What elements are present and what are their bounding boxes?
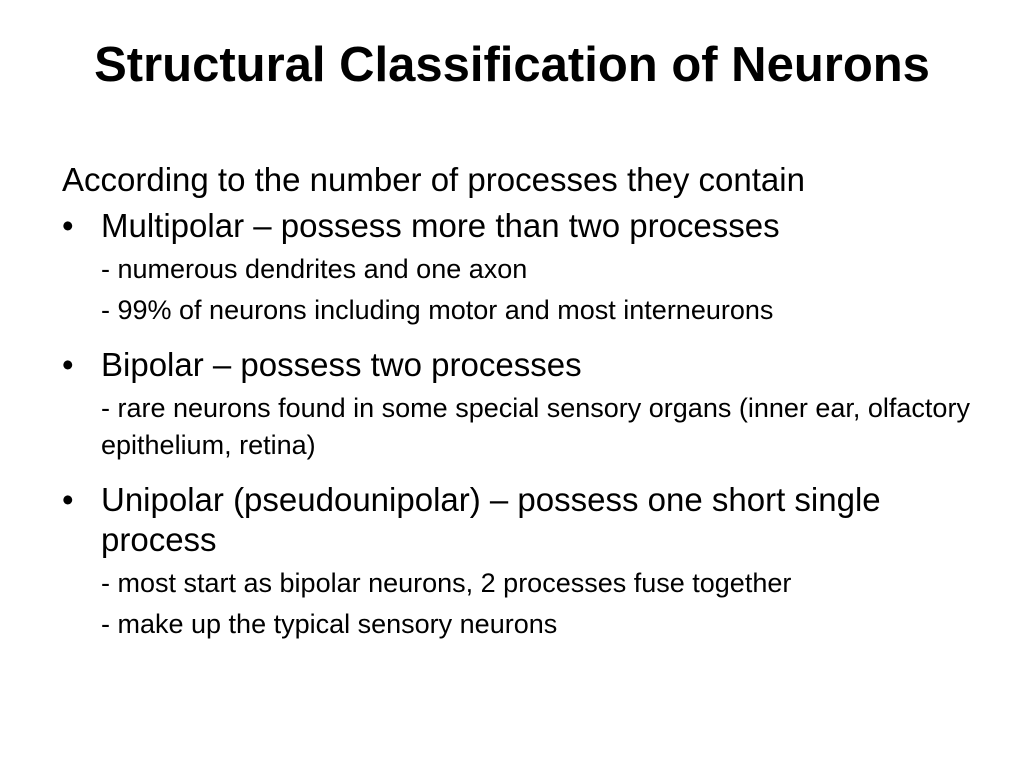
- bullet-unipolar: • Unipolar (pseudounipolar) – possess on…: [62, 480, 992, 643]
- sub-point: - rare neurons found in some special sen…: [101, 393, 970, 460]
- bullet-icon: •: [62, 207, 74, 244]
- slide-title: Structural Classification of Neurons: [94, 38, 930, 92]
- bullet-bipolar: • Bipolar – possess two processes - rare…: [62, 345, 992, 464]
- sub-point: - numerous dendrites and one axon: [101, 254, 528, 284]
- sub-point: - most start as bipolar neurons, 2 proce…: [101, 568, 792, 598]
- bullet-multipolar: • Multipolar – possess more than two pro…: [62, 206, 992, 329]
- slide-content: According to the number of processes the…: [62, 158, 992, 643]
- bullet-icon: •: [62, 346, 74, 383]
- sub-point: - 99% of neurons including motor and mos…: [101, 295, 774, 325]
- sub-point: - make up the typical sensory neurons: [101, 609, 558, 639]
- intro-text: According to the number of processes the…: [62, 161, 805, 198]
- bullet-icon: •: [62, 481, 74, 518]
- bullet-text: Bipolar – possess two processes: [101, 346, 582, 383]
- bullet-text: Multipolar – possess more than two proce…: [101, 207, 780, 244]
- bullet-text: Unipolar (pseudounipolar) – possess one …: [101, 481, 881, 558]
